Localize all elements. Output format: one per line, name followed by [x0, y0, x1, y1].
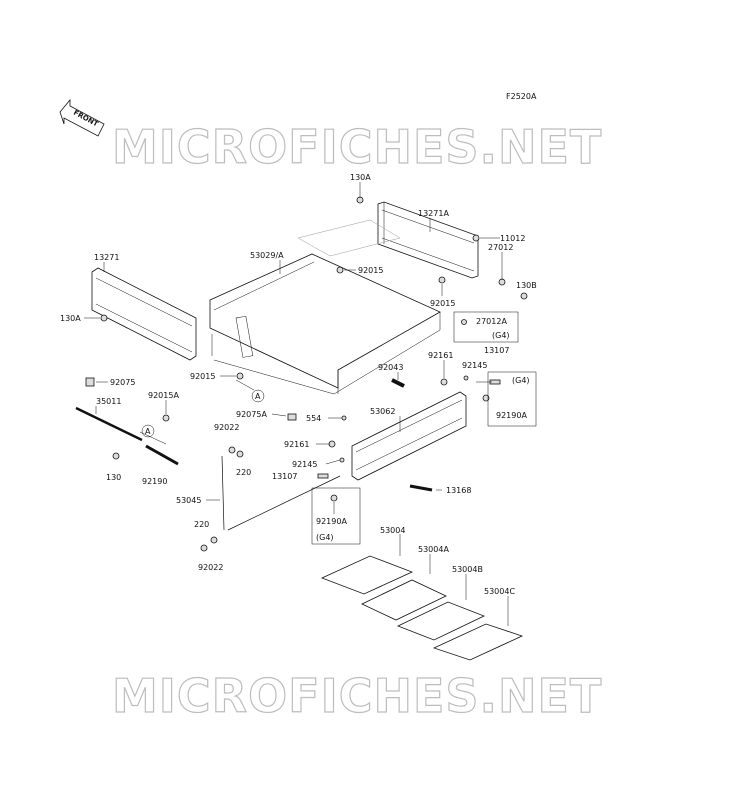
clip-92190A-r-icon: [482, 394, 490, 402]
pin-92145-b-icon: [339, 457, 345, 463]
label-13107-bottom: 13107: [272, 472, 297, 481]
watermark-top: MICROFICHES.NET: [112, 120, 602, 174]
label-220-top: 220: [236, 468, 251, 477]
label-27012A: 27012A: [476, 317, 507, 326]
cable-53045-lower: [227, 475, 341, 531]
front-arrow-icon: FRONT: [59, 98, 105, 137]
cap-92075-icon: [85, 377, 95, 387]
label-27012: 27012: [488, 243, 513, 252]
label-554: 554: [306, 414, 321, 423]
box-g4-bottom: [311, 487, 361, 545]
mat-53004A: [361, 579, 447, 621]
label-130A-top: 130A: [350, 173, 371, 182]
label-92145-bottom: 92145: [292, 460, 317, 469]
nut-92015-l-icon: [236, 372, 244, 380]
label-circle-a-2: A: [145, 427, 151, 436]
rod-35011: [75, 406, 143, 442]
label-g4-a: (G4): [492, 331, 510, 340]
box-27012A: [453, 311, 519, 343]
label-53045: 53045: [176, 496, 201, 505]
figure-id: F2520A: [506, 92, 537, 101]
cargo-bed-53029A: [209, 253, 441, 395]
label-g4-c: (G4): [316, 533, 334, 542]
pin-13107-b-icon: [317, 473, 329, 479]
bolt-130-icon: [112, 452, 120, 460]
nut-92161-t-icon: [440, 378, 448, 386]
label-53029A: 53029/A: [250, 251, 284, 260]
label-130A-left: 130A: [60, 314, 81, 323]
bolt-130A-left-icon: [100, 314, 108, 322]
mat-53004: [320, 555, 414, 595]
label-13271A: 13271A: [418, 209, 449, 218]
tailgate-53062: [351, 391, 467, 481]
rear-panel-13271A: [377, 201, 479, 279]
label-g4-b: (G4): [512, 376, 530, 385]
label-92190A-bottom: 92190A: [316, 517, 347, 526]
washer-27012A-icon: [461, 319, 467, 325]
screw-554-icon: [341, 415, 347, 421]
label-92161-bottom: 92161: [284, 440, 309, 449]
floor-sheet: [297, 219, 401, 257]
label-53004: 53004: [380, 526, 405, 535]
rod-92190: [145, 444, 179, 466]
label-92161-top: 92161: [428, 351, 453, 360]
label-53004C: 53004C: [484, 587, 515, 596]
watermark-bottom: MICROFICHES.NET: [112, 669, 602, 723]
washer-92022-t-icon: [228, 446, 236, 454]
label-13271: 13271: [94, 253, 119, 262]
label-92075A: 92075A: [236, 410, 267, 419]
label-92043: 92043: [378, 363, 403, 372]
bolt-130B-icon: [520, 292, 528, 300]
cap-11012-icon: [472, 234, 480, 242]
label-92015-left: 92015: [190, 372, 215, 381]
label-92190: 92190: [142, 477, 167, 486]
label-53004A: 53004A: [418, 545, 449, 554]
label-35011: 35011: [96, 397, 121, 406]
label-220-bottom: 220: [194, 520, 209, 529]
mat-53004B: [396, 601, 486, 641]
bolt-13168-icon: [409, 484, 433, 492]
mat-53004C: [432, 623, 524, 661]
label-13168: 13168: [446, 486, 471, 495]
side-panel-13271: [91, 267, 197, 361]
label-53004B: 53004B: [452, 565, 483, 574]
label-11012: 11012: [500, 234, 525, 243]
label-92075: 92075: [110, 378, 135, 387]
pin-92043-icon: [391, 378, 405, 388]
label-92022-top: 92022: [214, 423, 239, 432]
clip-92190A-b-icon: [330, 494, 338, 502]
box-g4-right: [487, 371, 537, 427]
label-53062: 53062: [370, 407, 395, 416]
label-92145-top: 92145: [462, 361, 487, 370]
label-92015-mid: 92015: [358, 266, 383, 275]
nut-92015-r-icon: [438, 276, 446, 284]
pin-220-t-icon: [236, 450, 244, 458]
nut-92015-m-icon: [336, 266, 344, 274]
leader-lines: [84, 182, 509, 626]
callout-a-1: [251, 389, 265, 403]
label-circle-a-1: A: [255, 392, 261, 401]
label-92015A: 92015A: [148, 391, 179, 400]
callout-a-2: [141, 424, 155, 438]
label-13107-top: 13107: [484, 346, 509, 355]
label-92022-bottom: 92022: [198, 563, 223, 572]
pin-92145-t-icon: [463, 375, 469, 381]
label-92190A-right: 92190A: [496, 411, 527, 420]
washer-92022-b-icon: [200, 544, 208, 552]
nut-92015A-icon: [162, 414, 170, 422]
label-130B: 130B: [516, 281, 537, 290]
label-130: 130: [106, 473, 121, 482]
pin-220-b-icon: [210, 536, 218, 544]
grommet-92075A-icon: [287, 413, 297, 421]
label-92015-right: 92015: [430, 299, 455, 308]
cable-53045: [221, 455, 225, 531]
